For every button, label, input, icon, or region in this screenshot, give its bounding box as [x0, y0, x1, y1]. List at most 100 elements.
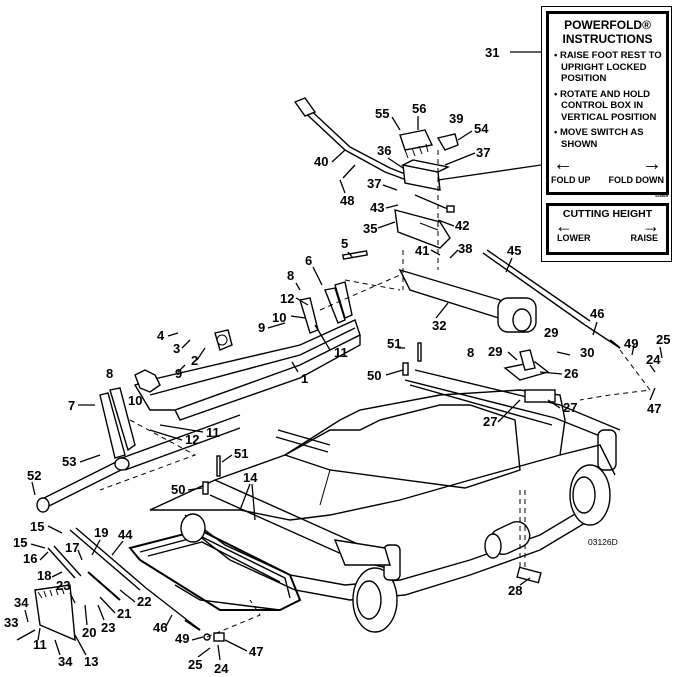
height-adjust-sector — [16, 527, 147, 642]
callout-46: 46 — [153, 620, 167, 635]
callout-27: 27 — [483, 414, 497, 429]
callout-34: 34 — [58, 654, 73, 669]
callout-10: 10 — [272, 310, 286, 325]
callout-17: 17 — [65, 540, 79, 555]
callout-38: 38 — [458, 241, 472, 256]
callout-37: 37 — [476, 145, 490, 160]
cutting-height-title: CUTTING HEIGHT — [562, 208, 653, 220]
callout-44: 44 — [118, 527, 133, 542]
foot-rest — [128, 513, 302, 611]
instruction-item: • MOVE SWITCH AS SHOWN — [554, 127, 644, 150]
fold-arrows: ← → — [549, 153, 666, 175]
fold-up-label: FOLD UP — [551, 175, 591, 185]
callout-37: 37 — [367, 176, 381, 191]
arrow-right-icon: → — [642, 216, 660, 236]
callout-11: 11 — [33, 637, 47, 652]
callout-9: 9 — [258, 320, 265, 335]
callout-labels: 31 55 56 39 54 36 37 40 37 48 43 42 35 4… — [4, 45, 670, 676]
arrow-left-icon: ← — [555, 216, 573, 236]
lower-label: LOWER — [557, 233, 591, 243]
callout-56: 56 — [412, 101, 426, 116]
callout-3: 3 — [173, 341, 180, 356]
powerfold-title-line1: POWERFOLD® — [564, 18, 651, 32]
callout-29: 29 — [488, 344, 502, 359]
mower-deck — [149, 369, 621, 601]
callout-50: 50 — [171, 482, 185, 497]
callout-49: 49 — [175, 631, 189, 646]
callout-12: 12 — [185, 432, 199, 447]
callout-2: 2 — [191, 353, 198, 368]
callout-15: 15 — [13, 535, 27, 550]
callout-55: 55 — [375, 106, 389, 121]
callout-24: 24 — [214, 661, 229, 676]
callout-35: 35 — [363, 221, 377, 236]
hitch-pins — [202, 250, 422, 495]
callout-4: 4 — [157, 328, 165, 343]
leader-decal-box — [437, 164, 542, 181]
powerfold-title-line2: INSTRUCTIONS — [562, 32, 653, 46]
arrow-left-icon: ← — [553, 153, 573, 175]
callout-22: 22 — [137, 594, 151, 609]
powerfold-instructions-panel: POWERFOLD® INSTRUCTIONS • RAISE FOOT RES… — [546, 11, 669, 195]
callout-25: 25 — [656, 332, 670, 347]
callout-29: 29 — [544, 325, 558, 340]
callout-39: 39 — [449, 111, 463, 126]
callout-10: 10 — [128, 393, 142, 408]
rod — [482, 249, 591, 326]
instruction-item: • RAISE FOOT REST TO UPRIGHT LOCKED POSI… — [554, 50, 662, 84]
callout-26: 26 — [564, 366, 578, 381]
callout-42: 42 — [455, 218, 469, 233]
callout-53: 53 — [62, 454, 76, 469]
callout-11: 11 — [334, 345, 348, 360]
callout-31: 31 — [485, 45, 499, 60]
callout-11: 11 — [206, 425, 220, 440]
callout-30: 30 — [580, 345, 594, 360]
callout-24: 24 — [646, 352, 661, 367]
callout-20: 20 — [82, 625, 96, 640]
callout-18: 18 — [37, 568, 51, 583]
callout-47: 47 — [647, 401, 661, 416]
callout-45: 45 — [507, 243, 521, 258]
callout-6: 6 — [305, 253, 312, 268]
cutting-height-panel: CUTTING HEIGHT ← → LOWER RAISE — [546, 203, 669, 255]
powerfold-title: POWERFOLD® INSTRUCTIONS — [549, 18, 666, 46]
callout-8: 8 — [467, 345, 474, 360]
callout-52: 52 — [27, 468, 41, 483]
callout-21: 21 — [117, 606, 131, 621]
instruction-item: • ROTATE AND HOLD CONTROL BOX IN VERTICA… — [554, 88, 657, 123]
callout-50: 50 — [367, 368, 381, 383]
callout-33: 33 — [4, 615, 18, 630]
hinge-tube — [36, 387, 241, 513]
instruction-decal: POWERFOLD® INSTRUCTIONS • RAISE FOOT RES… — [541, 6, 672, 262]
pivot-bracket — [503, 349, 556, 403]
adjust-rod-front — [145, 587, 225, 642]
callout-41: 41 — [415, 243, 429, 258]
control-box-assembly — [293, 97, 459, 290]
callout-9: 9 — [175, 366, 182, 381]
callout-27: 27 — [563, 400, 577, 415]
left-fold-frame — [133, 281, 361, 421]
callout-15: 15 — [30, 519, 44, 534]
callout-19: 19 — [94, 525, 108, 540]
callout-28: 28 — [508, 583, 522, 598]
callout-16: 16 — [23, 551, 37, 566]
callout-49: 49 — [624, 336, 638, 351]
fold-down-label: FOLD DOWN — [608, 175, 665, 185]
callout-12: 12 — [280, 291, 294, 306]
caster-wheel-front-right — [333, 539, 401, 633]
callout-51: 51 — [234, 446, 248, 461]
callout-23: 23 — [56, 578, 70, 593]
callout-54: 54 — [474, 121, 489, 136]
callout-43: 43 — [370, 200, 384, 215]
fold-labels: FOLD UP FOLD DOWN — [549, 175, 666, 185]
callout-7: 7 — [68, 398, 75, 413]
decal-part-code: 113869 — [654, 193, 668, 198]
cutting-height-arrows: ← → — [549, 216, 666, 236]
drawing-number: 03126D — [588, 537, 618, 547]
callout-48: 48 — [340, 193, 354, 208]
callout-47: 47 — [249, 644, 263, 659]
callout-25: 25 — [188, 657, 202, 672]
callout-51: 51 — [387, 336, 401, 351]
anti-scalp-roller — [484, 521, 531, 559]
adjust-rod-right — [584, 324, 621, 349]
